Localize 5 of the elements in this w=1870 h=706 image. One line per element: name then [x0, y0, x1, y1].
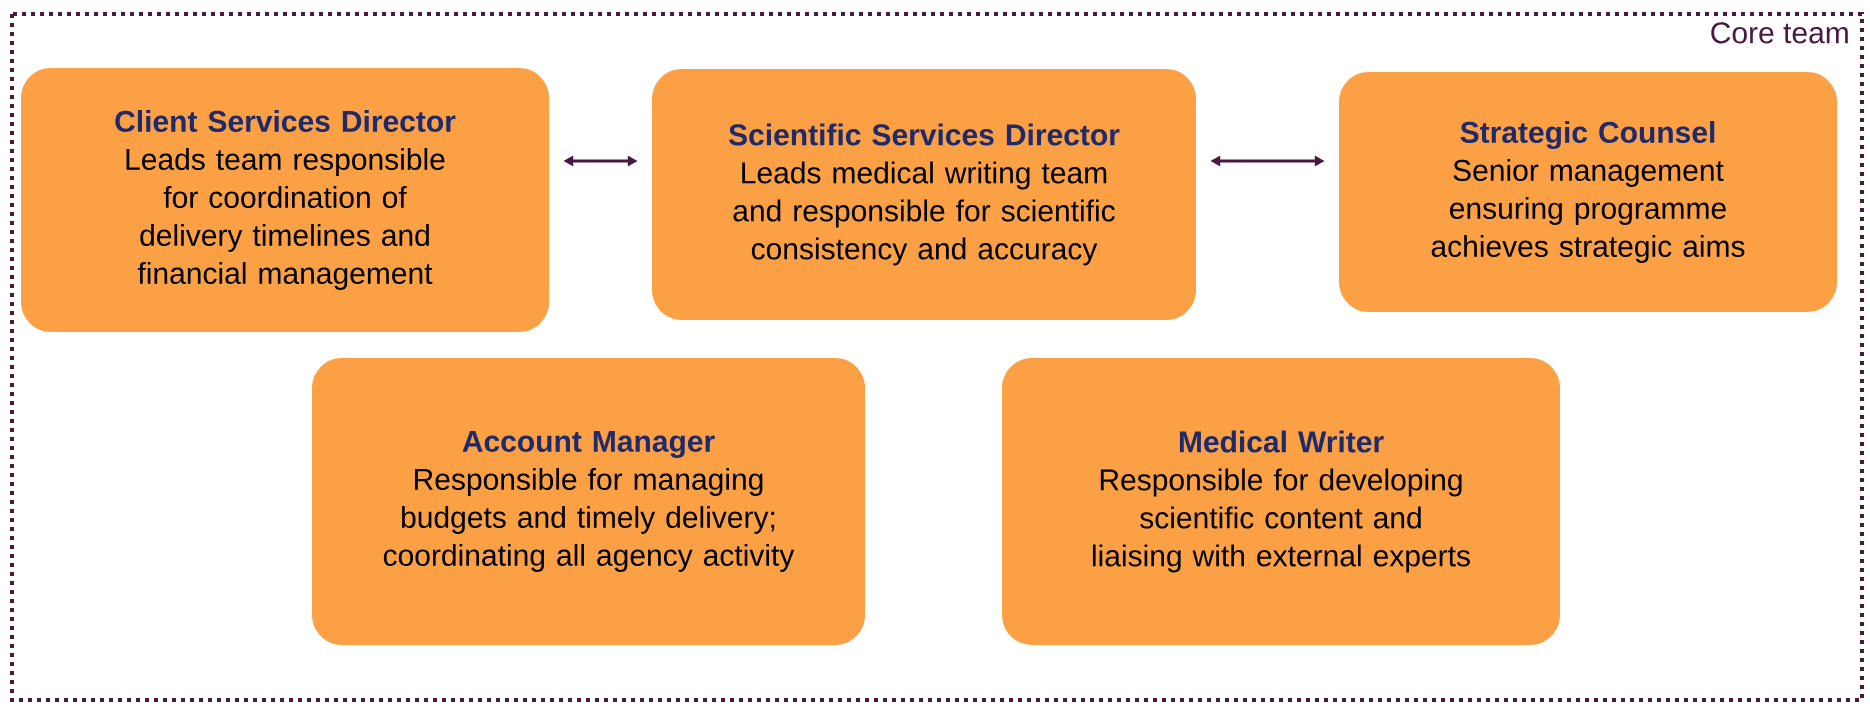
role-box: Strategic Counsel Senior management ensuring programme achieves strategic aims — [1339, 72, 1837, 312]
role-box: Client Services Director Leads team responsible for coordination of delivery timelines and financial management — [21, 68, 549, 332]
role-box: Account Manager Responsible for managing budgets and timely delivery; coordinating all agency activity — [312, 358, 865, 645]
role-box: Scientific Services Director Leads medical writing team and responsible for scientific consistency and accuracy — [652, 69, 1196, 320]
role-box: Medical Writer Responsible for developing scientific content and liaising with external experts — [1002, 358, 1560, 645]
